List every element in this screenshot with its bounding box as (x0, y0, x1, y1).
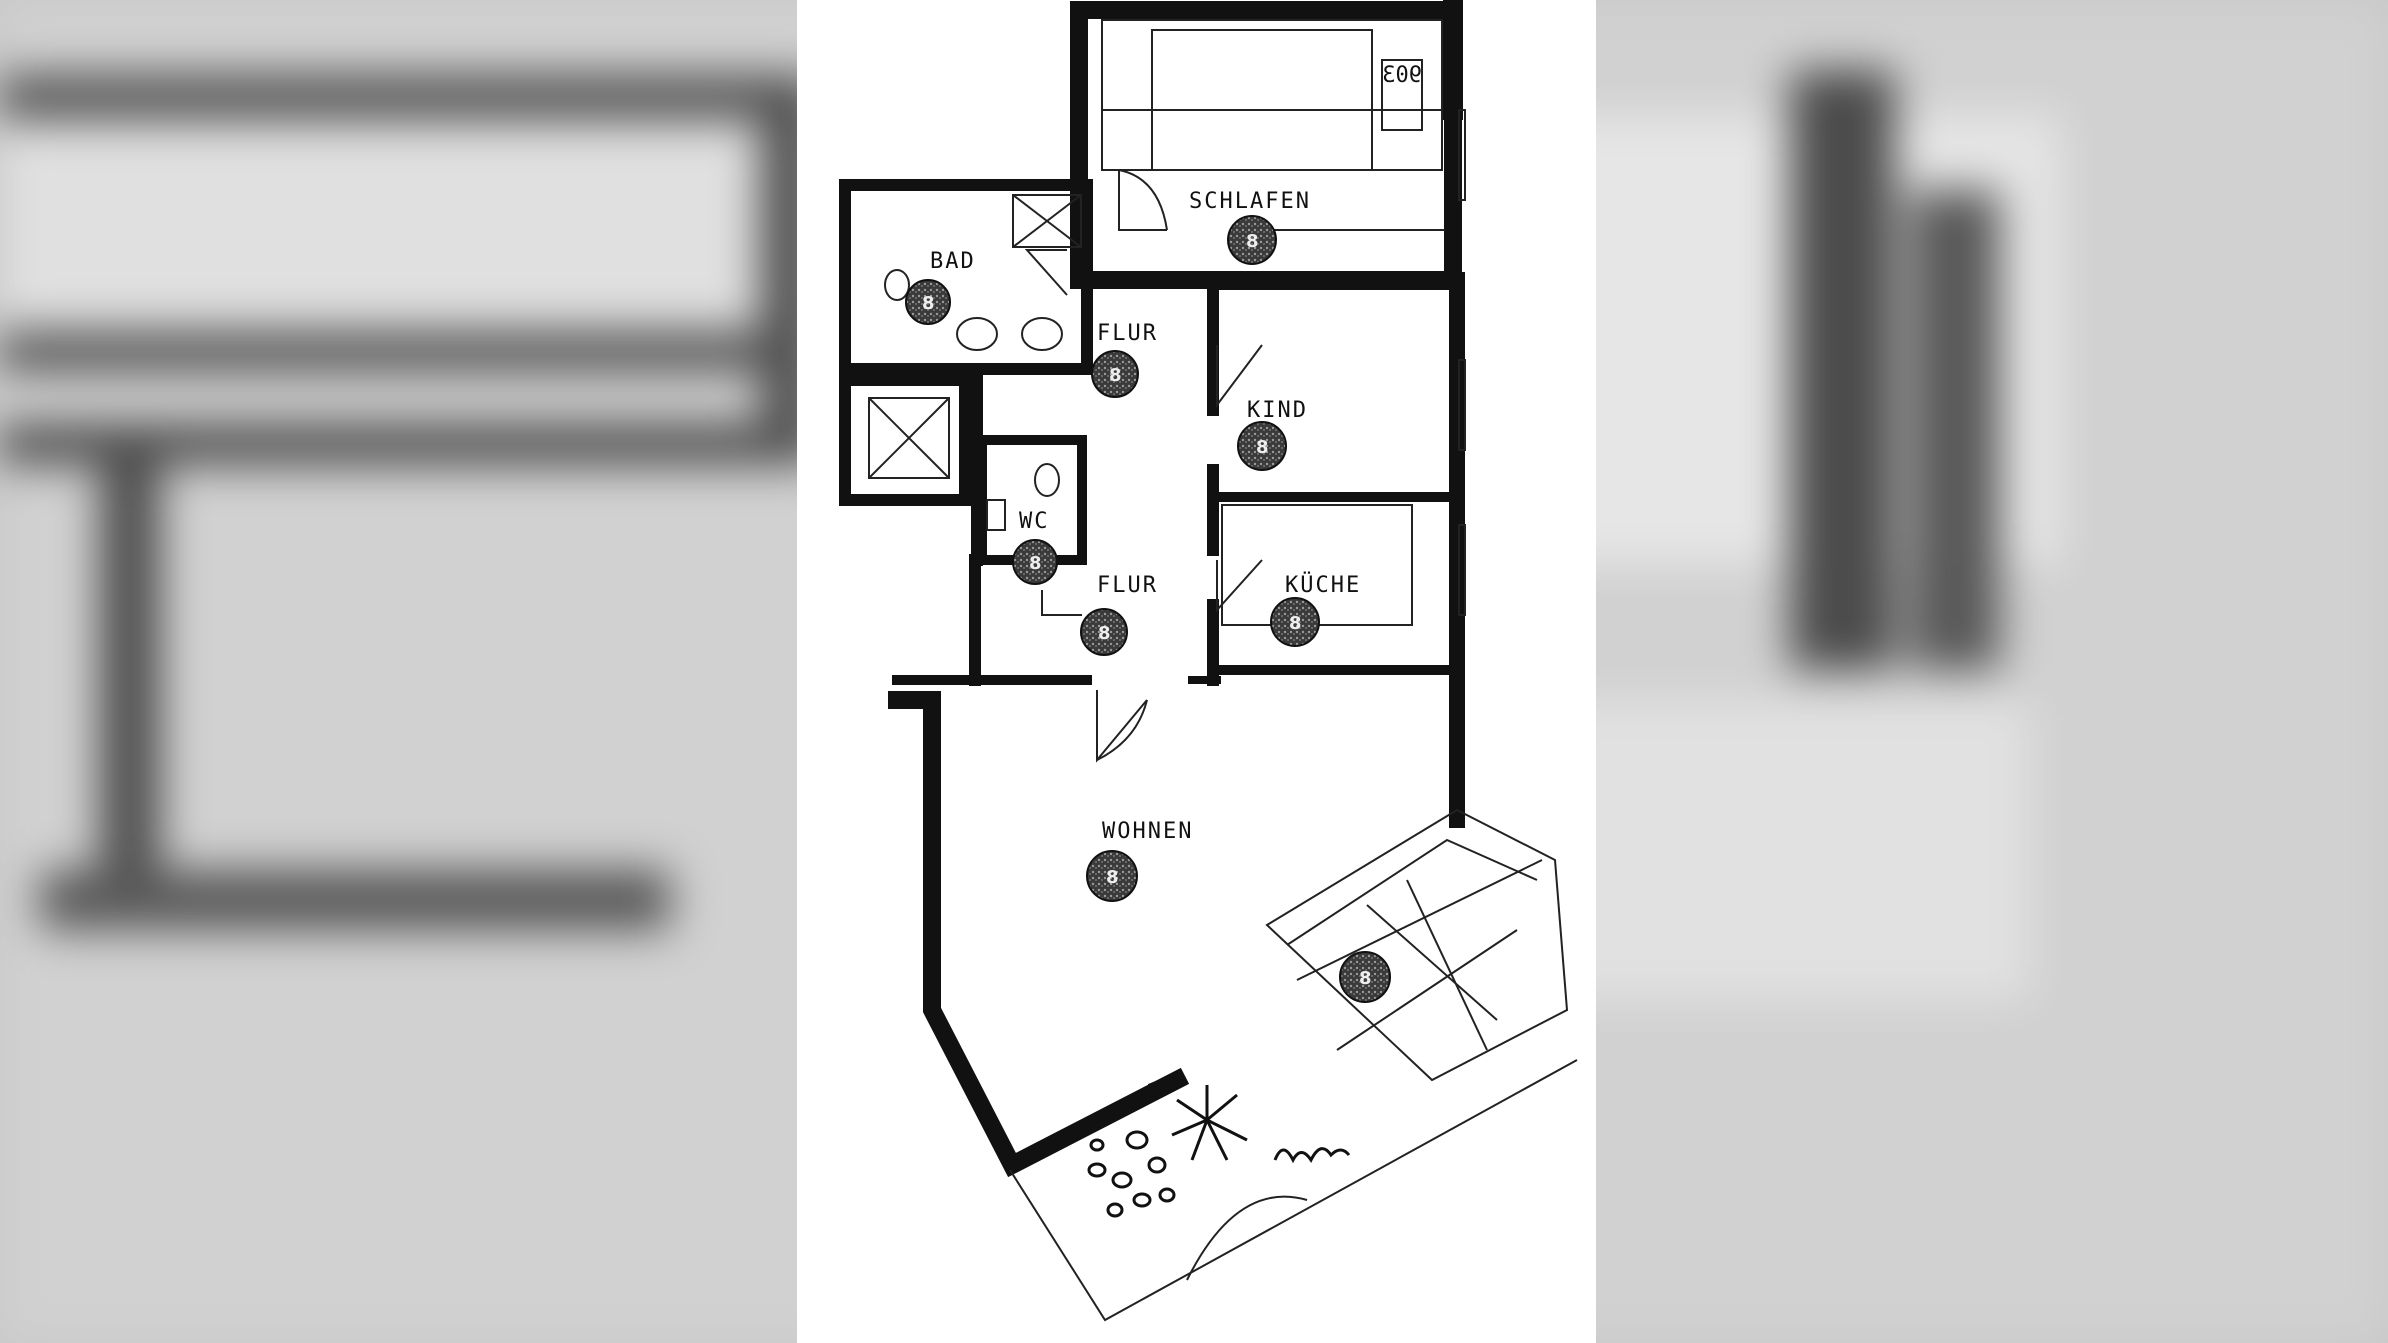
room-label-flur-lower: FLUR (1097, 573, 1158, 598)
room-label-kueche: KÜCHE (1285, 572, 1361, 598)
room-labels: SCHLAFEN BAD FLUR KIND WC FLUR KÜCHE WOH… (930, 189, 1361, 844)
floor-plan-panel: 903 SCHLAFEN BAD FLUR KIND WC FLUR KÜCHE… (797, 0, 1596, 1343)
svg-text:8: 8 (1098, 623, 1111, 644)
room-label-kind: KIND (1247, 398, 1308, 423)
room-markers: 8 8 8 8 8 8 8 (905, 215, 1391, 1003)
marker-kind: 8 (1237, 421, 1287, 471)
walls (839, 0, 1465, 1178)
svg-text:8: 8 (1289, 613, 1302, 634)
unit-number: 903 (1382, 63, 1422, 88)
svg-text:8: 8 (1109, 365, 1122, 386)
svg-text:8: 8 (1256, 437, 1269, 458)
marker-wc: 8 (1012, 539, 1058, 585)
svg-text:8: 8 (1359, 968, 1372, 989)
palm-sketch-icon (1171, 1085, 1248, 1161)
marker-wohnen: 8 (1086, 850, 1138, 902)
marker-balkon: 8 (1339, 951, 1391, 1003)
svg-text:8: 8 (1106, 867, 1119, 888)
svg-text:8: 8 (1029, 553, 1042, 574)
svg-text:8: 8 (922, 293, 935, 314)
garden-sketch (1087, 1085, 1351, 1218)
floor-plan-drawing: 903 SCHLAFEN BAD FLUR KIND WC FLUR KÜCHE… (839, 0, 1578, 1322)
room-label-wohnen: WOHNEN (1102, 819, 1193, 844)
details (868, 19, 1578, 1322)
marker-kueche: 8 (1270, 597, 1320, 647)
room-label-wc: WC (1019, 509, 1050, 534)
marker-schlafen: 8 (1227, 215, 1277, 265)
room-label-bad: BAD (930, 249, 976, 274)
room-label-schlafen: SCHLAFEN (1189, 189, 1311, 214)
marker-bad: 8 (905, 279, 951, 325)
svg-text:8: 8 (1246, 231, 1259, 252)
room-label-flur-upper: FLUR (1097, 321, 1158, 346)
marker-flur-lower: 8 (1080, 608, 1128, 656)
marker-flur-upper: 8 (1091, 350, 1139, 398)
